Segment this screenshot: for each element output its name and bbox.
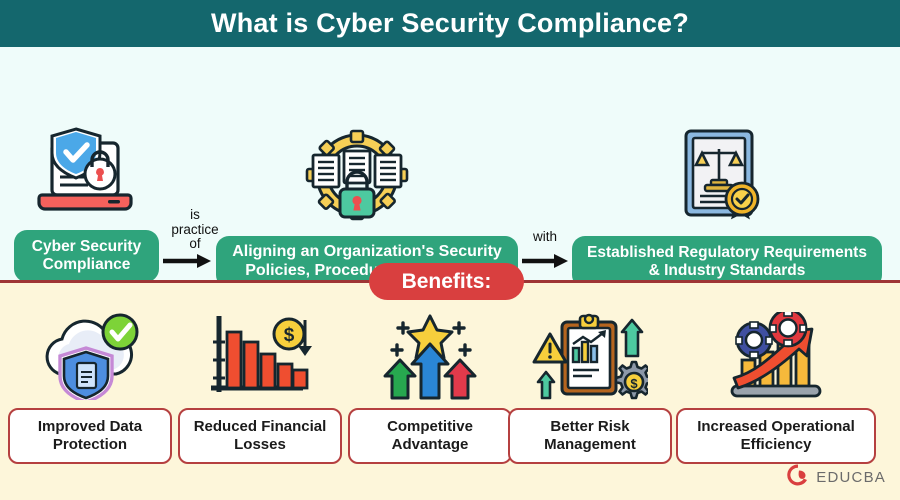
benefit-label: Increased Operational Efficiency — [676, 408, 876, 464]
benefit-label: Improved Data Protection — [8, 408, 172, 464]
cloud-shield-document-check-icon — [34, 308, 146, 400]
svg-text:$: $ — [284, 325, 295, 346]
benefit-item-improved-data-protection[interactable]: Improved Data Protection — [8, 308, 172, 464]
benefits-section: Improved Data Protection — [0, 283, 900, 500]
benefits-pill: Benefits: — [369, 263, 524, 300]
laptop-shield-lock-icon — [30, 127, 140, 227]
benefit-label: Reduced Financial Losses — [178, 408, 342, 464]
up-arrows-star-icon — [376, 308, 484, 400]
page-title: What is Cyber Security Compliance? — [211, 8, 689, 38]
educba-logo: EDUCBA — [786, 463, 886, 492]
connector-label-is-practice-of: is practice of — [171, 207, 219, 252]
right-arrow-icon — [163, 254, 211, 268]
flow-section: Cyber Security Compliance Aligning an Or… — [0, 47, 900, 288]
educba-logo-text: EDUCBA — [816, 469, 886, 486]
gear-documents-lock-icon — [305, 129, 409, 226]
flow-box-cyber-security-compliance[interactable]: Cyber Security Compliance — [14, 230, 159, 282]
growth-chart-gears-icon — [714, 308, 838, 400]
svg-text:$: $ — [630, 376, 638, 391]
header-banner: What is Cyber Security Compliance? — [0, 0, 900, 47]
right-arrow-icon — [522, 254, 568, 268]
flow-box-established-requirements[interactable]: Established Regulatory Requirements & In… — [572, 236, 882, 288]
benefit-item-increased-operational-efficiency[interactable]: Increased Operational Efficiency — [676, 308, 876, 464]
flow-box-label: Cyber Security Compliance — [31, 237, 142, 273]
benefit-label: Better Risk Management — [508, 408, 672, 464]
certificate-scales-seal-icon — [680, 129, 768, 226]
benefit-item-better-risk-management[interactable]: $ Better Risk Management — [508, 308, 672, 464]
benefit-item-competitive-advantage[interactable]: Competitive Advantage — [348, 308, 512, 464]
declining-bar-chart-dollar-icon: $ — [205, 308, 315, 400]
flow-box-label: Established Regulatory Requirements & In… — [587, 243, 867, 279]
benefit-label: Competitive Advantage — [348, 408, 512, 464]
educba-swirl-logo-icon — [786, 463, 810, 492]
connector-label-with: with — [532, 229, 557, 244]
benefit-item-reduced-financial-losses[interactable]: $ Reduced Financial Losses — [178, 308, 342, 464]
benefits-pill-label: Benefits: — [401, 269, 492, 293]
clipboard-warning-gear-icon: $ — [532, 308, 648, 400]
